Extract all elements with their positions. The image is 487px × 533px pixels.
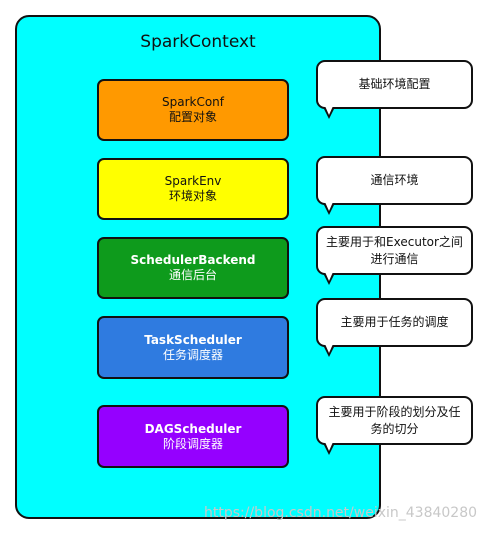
spark-conf-desc: 配置对象 (168, 110, 217, 124)
spark-conf-box: SparkConf 配置对象 (97, 79, 289, 141)
callout-dag-scheduler: 主要用于阶段的划分及任务的切分 (316, 396, 473, 455)
callout-scheduler-backend-text: 主要用于和Executor之间进行通信 (326, 234, 463, 266)
dag-scheduler-box: DAGScheduler 阶段调度器 (97, 405, 289, 468)
scheduler-backend-box: SchedulerBackend 通信后台 (97, 237, 289, 299)
spark-context-title: SparkContext (140, 32, 256, 52)
task-scheduler-desc: 任务调度器 (162, 347, 223, 362)
task-scheduler-box: TaskScheduler 任务调度器 (97, 316, 289, 379)
callout-task-scheduler: 主要用于任务的调度 (316, 298, 473, 357)
task-scheduler-name: TaskScheduler (144, 332, 242, 347)
spark-env-desc: 环境对象 (168, 189, 217, 203)
spark-env-name: SparkEnv (164, 174, 222, 188)
scheduler-backend-name: SchedulerBackend (130, 253, 256, 267)
scheduler-backend-desc: 通信后台 (168, 268, 217, 282)
callout-spark-env-text: 通信环境 (370, 173, 419, 187)
callout-spark-conf-text: 基础环境配置 (358, 77, 431, 91)
callout-scheduler-backend: 主要用于和Executor之间进行通信 (316, 226, 473, 285)
spark-conf-name: SparkConf (161, 95, 225, 109)
spark-env-box: SparkEnv 环境对象 (97, 158, 289, 220)
watermark-text: https://blog.csdn.net/weixin_43840280 (204, 505, 478, 521)
dag-scheduler-name: DAGScheduler (144, 421, 242, 436)
callout-spark-env: 通信环境 (316, 156, 473, 215)
callout-spark-conf: 基础环境配置 (316, 60, 473, 119)
callout-task-scheduler-text: 主要用于任务的调度 (340, 315, 449, 329)
dag-scheduler-desc: 阶段调度器 (162, 436, 223, 451)
callout-dag-scheduler-text: 主要用于阶段的划分及任务的切分 (328, 404, 461, 436)
